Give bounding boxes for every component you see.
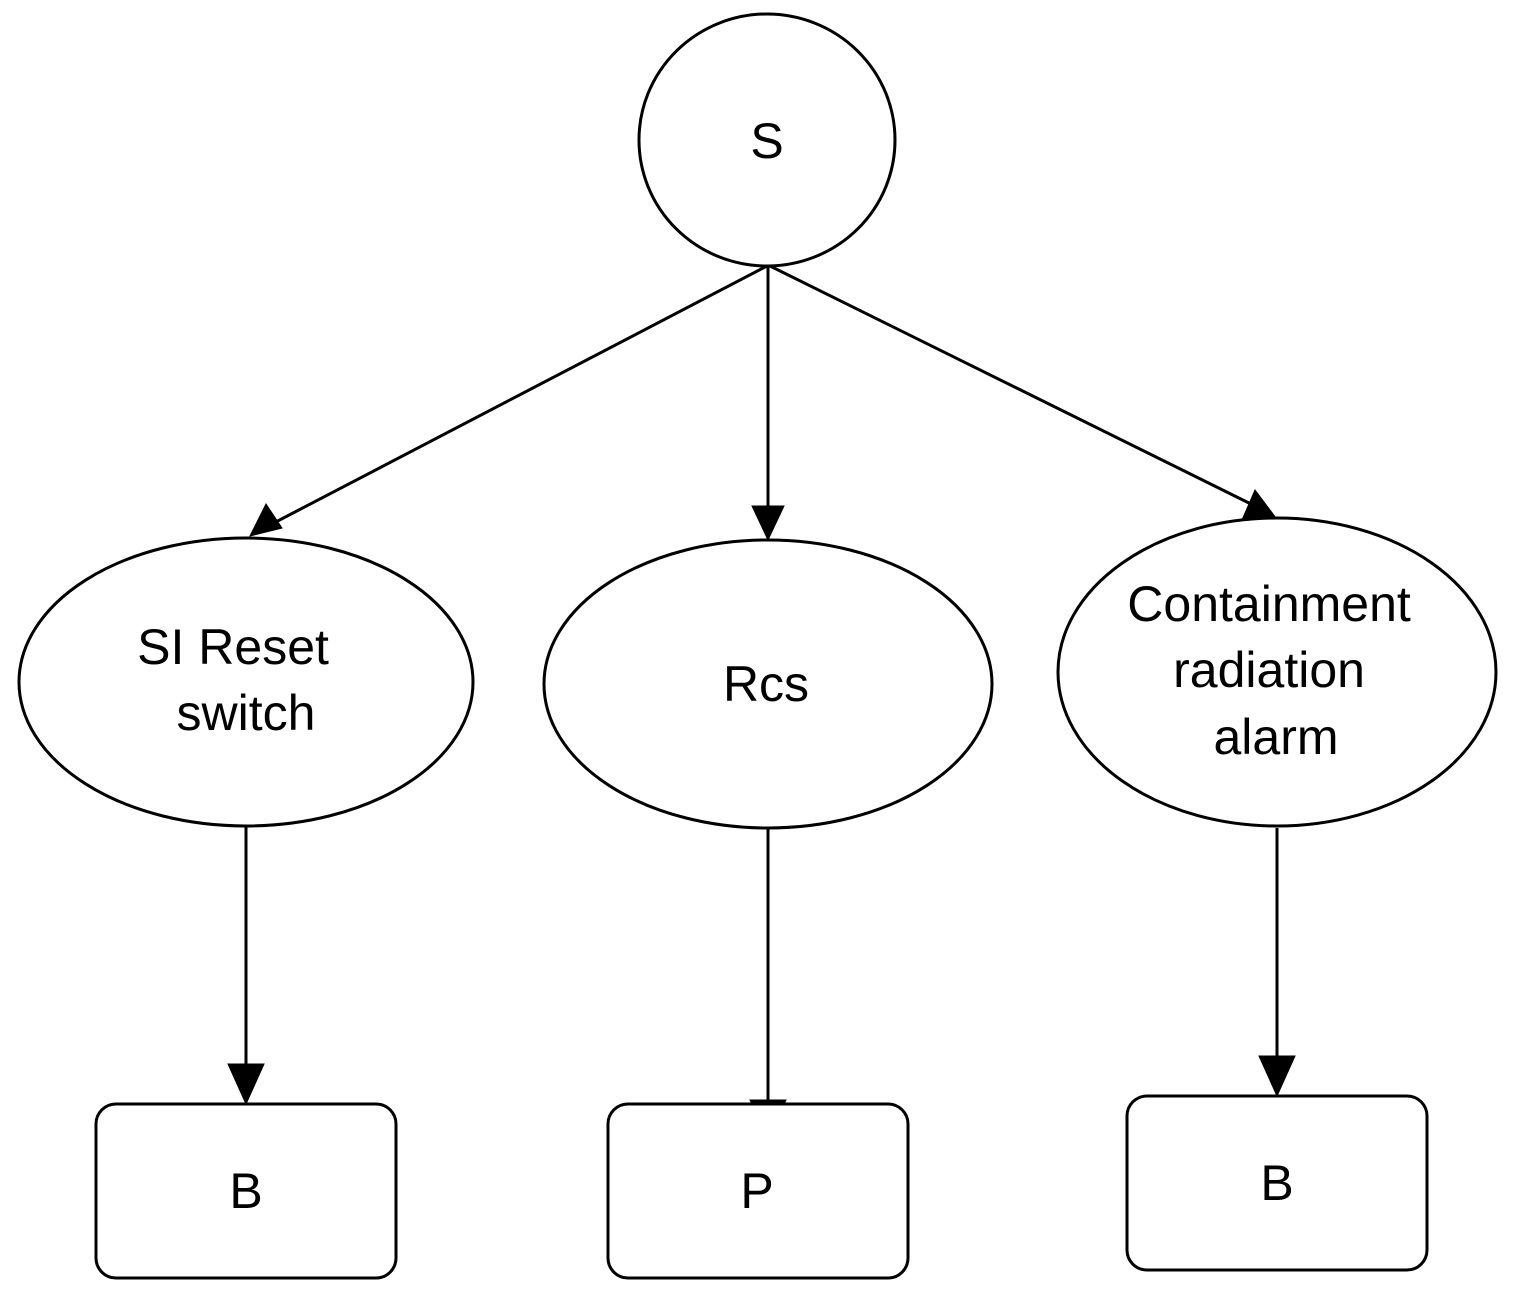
node-si-reset-switch-label: SI Reset switch: [137, 619, 343, 741]
node-si-reset-switch-shape: [17, 536, 475, 828]
node-p-shape: [606, 1102, 910, 1280]
node-si-reset-switch-line-1: SI Reset: [137, 619, 329, 675]
node-si-reset-switch[interactable]: SI Reset switch: [17, 536, 475, 828]
arrowhead-containment: [1241, 489, 1277, 521]
node-containment-radiation-alarm-shape: [1056, 516, 1498, 828]
node-rcs-line-1: Rcs: [723, 656, 809, 712]
edge-s-to-si-reset: [269, 264, 768, 527]
arrowhead-b-right: [1258, 1055, 1296, 1098]
node-rcs-shape: [542, 538, 994, 830]
node-rcs[interactable]: Rcs: [542, 538, 994, 830]
node-p[interactable]: P: [606, 1102, 910, 1280]
node-si-reset-switch-line-2: switch: [177, 685, 316, 741]
node-s-shape: [637, 12, 897, 268]
node-rcs-label: Rcs: [723, 656, 809, 712]
node-containment-radiation-alarm-line-3: alarm: [1213, 709, 1338, 765]
arrowhead-si-reset: [249, 503, 283, 537]
node-b-left-shape: [94, 1102, 398, 1280]
node-b-right-label: B: [1260, 1155, 1293, 1211]
node-b-right[interactable]: B: [1125, 1094, 1429, 1272]
node-b-right-shape: [1125, 1094, 1429, 1272]
node-containment-radiation-alarm-line-1: Containment: [1127, 576, 1411, 632]
node-p-label: P: [740, 1163, 773, 1219]
arrowhead-b-left: [227, 1063, 265, 1106]
node-b-left-label: B: [229, 1163, 262, 1219]
arrowhead-rcs: [751, 505, 785, 542]
node-containment-radiation-alarm-label: Containment radiation alarm: [1127, 576, 1424, 765]
edge-s-to-containment: [769, 264, 1256, 508]
node-containment-radiation-alarm[interactable]: Containment radiation alarm: [1056, 516, 1498, 828]
node-b-left[interactable]: B: [94, 1102, 398, 1280]
node-s[interactable]: S: [637, 12, 897, 268]
node-s-label: S: [750, 113, 783, 169]
node-containment-radiation-alarm-line-2: radiation: [1173, 642, 1365, 698]
